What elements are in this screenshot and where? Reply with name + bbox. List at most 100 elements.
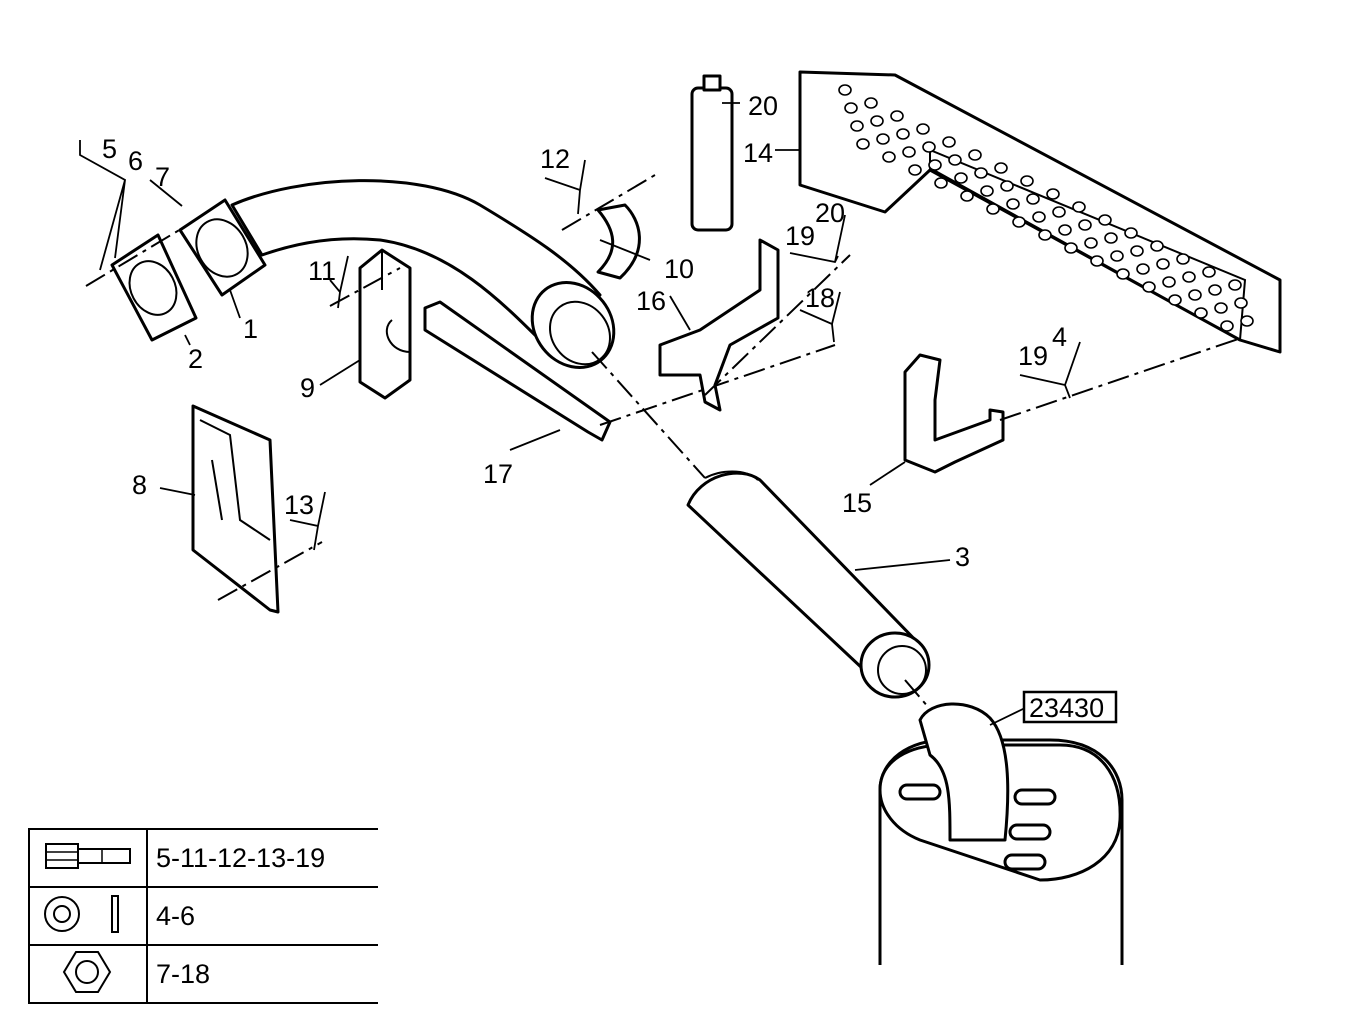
perforation-hole [1194, 307, 1208, 319]
perforation-hole [844, 102, 858, 114]
perforation-hole [1078, 219, 1092, 231]
label-18: 18 [805, 283, 835, 313]
perforation-hole [954, 172, 968, 184]
perforation-hole [1188, 289, 1202, 301]
reference-number: 23430 [1029, 693, 1104, 723]
perforation-hole [1052, 206, 1066, 218]
perforated-step-part [798, 70, 1282, 354]
label-19-lower: 19 [1018, 341, 1048, 371]
label-8: 8 [132, 470, 147, 500]
perforation-hole [1150, 240, 1164, 252]
reference-box [1022, 690, 1118, 724]
bolt-icon [28, 828, 148, 887]
label-4: 4 [1052, 322, 1067, 352]
bracket-15-part [903, 334, 1251, 474]
perforation-hole [856, 138, 870, 150]
washer-icon [28, 886, 148, 945]
label-5: 5 [102, 134, 117, 164]
perforation-hole [1046, 188, 1060, 200]
perforation-hole [896, 128, 910, 140]
label-19-upper: 19 [785, 221, 815, 251]
perforation-hole [1136, 263, 1150, 275]
perforation-hole [1214, 302, 1228, 314]
perforation-hole [1038, 229, 1052, 241]
label-1: 1 [243, 314, 258, 344]
flange-part [178, 198, 267, 297]
perforation-hole [870, 115, 884, 127]
sealant-cartridge-part [690, 74, 734, 232]
perforation-hole [838, 84, 852, 96]
legend-nut-parts: 7-18 [147, 944, 378, 1004]
perforation-hole [908, 164, 922, 176]
perforation-hole [1020, 175, 1034, 187]
label-20-step: 20 [815, 198, 845, 228]
perforation-hole [1234, 297, 1248, 309]
perforation-hole [1240, 315, 1254, 327]
label-17: 17 [483, 459, 513, 489]
bracket-17-part [423, 300, 836, 442]
perforation-hole [1098, 214, 1112, 226]
bracket-9-part [329, 248, 412, 400]
perforation-hole [1104, 232, 1118, 244]
perforation-hole [960, 190, 974, 202]
perforation-hole [986, 203, 1000, 215]
perforation-hole [922, 141, 936, 153]
perforation-hole [1090, 255, 1104, 267]
label-3: 3 [955, 542, 970, 572]
label-2: 2 [188, 344, 203, 374]
label-11: 11 [308, 256, 336, 286]
perforation-hole [980, 185, 994, 197]
perforation-hole [876, 133, 890, 145]
perforation-hole [1208, 284, 1222, 296]
label-16: 16 [636, 286, 666, 316]
perforation-hole [1176, 253, 1190, 265]
perforation-hole [1156, 258, 1170, 270]
perforation-hole [934, 177, 948, 189]
perforation-hole [1006, 198, 1020, 210]
label-6: 6 [128, 146, 143, 176]
label-10: 10 [664, 254, 694, 284]
legend-washer-parts: 4-6 [147, 886, 378, 945]
nut-icon [28, 944, 148, 1004]
legend-row: 4-6 [28, 886, 378, 945]
perforation-hole [1064, 242, 1078, 254]
legend-row: 5-11-12-13-19 [28, 828, 378, 887]
perforation-hole [942, 136, 956, 148]
clamp-part [561, 174, 656, 280]
perforation-hole [1012, 216, 1026, 228]
perforation-hole [1000, 180, 1014, 192]
perforation-hole [1168, 294, 1182, 306]
perforation-hole [1142, 281, 1156, 293]
perforation-hole [974, 167, 988, 179]
label-7: 7 [155, 162, 170, 192]
label-15: 15 [842, 488, 872, 518]
perforation-hole [1162, 276, 1176, 288]
leader-lines [79, 102, 1081, 726]
perforation-hole [1110, 250, 1124, 262]
label-13: 13 [284, 490, 314, 520]
perforation-hole [1228, 279, 1242, 291]
perforation-hole [1130, 245, 1144, 257]
perforation-hole [916, 123, 930, 135]
perforation-hole [1032, 211, 1046, 223]
legend-bolt-parts: 5-11-12-13-19 [147, 828, 378, 887]
muffler-part [878, 702, 1124, 965]
perforation-hole [902, 146, 916, 158]
perforation-hole [1084, 237, 1098, 249]
perforation-hole [948, 154, 962, 166]
gasket-part [110, 233, 198, 342]
label-12: 12 [540, 144, 570, 174]
perforation-hole [882, 151, 896, 163]
bracket-16-part [658, 238, 851, 412]
fastener-legend: 5-11-12-13-19 4-6 7-18 [28, 828, 378, 1004]
label-14: 14 [743, 138, 773, 168]
label-20-cartridge: 20 [748, 91, 778, 121]
perforation-hole [890, 110, 904, 122]
label-9: 9 [300, 373, 315, 403]
perforation-hole [1116, 268, 1130, 280]
perforation-hole [850, 120, 864, 132]
exhaust-pipe-part [230, 179, 616, 369]
legend-row: 7-18 [28, 944, 378, 1004]
heat-shield-plate-part [191, 404, 323, 614]
